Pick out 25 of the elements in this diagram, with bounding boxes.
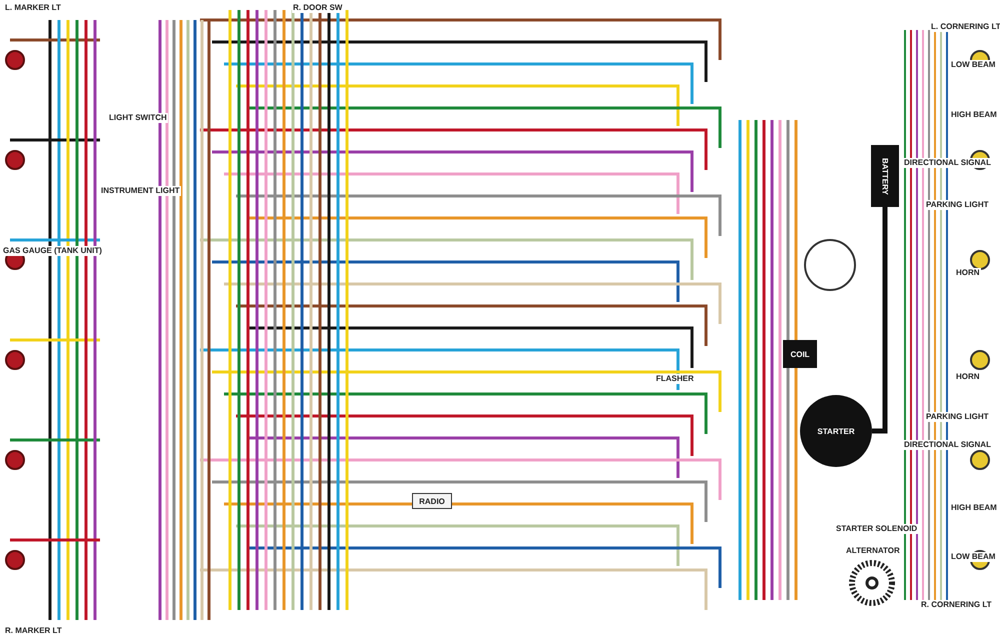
battery: BATTERY [871, 145, 899, 207]
component-label: R. MARKER LT [4, 626, 63, 636]
component-label: R. CORNERING LT [920, 600, 993, 610]
component-label: HORN [955, 372, 981, 382]
component-label: ALTERNATOR [845, 546, 901, 556]
radio-box: RADIO [412, 493, 452, 509]
component-label: HIGH BEAM [950, 110, 998, 120]
component-label: PARKING LIGHT [925, 200, 990, 210]
component-label: HORN [955, 268, 981, 278]
component-label: LOW BEAM [950, 552, 996, 562]
component-label: INSTRUMENT LIGHT [100, 186, 181, 196]
ignition-coil: COIL [783, 340, 817, 368]
battery-cable [872, 207, 888, 434]
component-label: DIRECTIONAL SIGNAL [903, 158, 992, 168]
component-label: HIGH BEAM [950, 503, 998, 513]
component-label: LIGHT SWITCH [108, 113, 168, 123]
component-label: FLASHER [655, 374, 695, 384]
component-label: DIRECTIONAL SIGNAL [903, 440, 992, 450]
component-label: GAS GAUGE (TANK UNIT) [2, 246, 103, 256]
component-label: L. MARKER LT [4, 3, 62, 13]
component-label: STARTER SOLENOID [835, 524, 918, 534]
component-label: LOW BEAM [950, 60, 996, 70]
component-label: PARKING LIGHT [925, 412, 990, 422]
component-label: R. DOOR SW [292, 3, 344, 13]
starter-motor: STARTER [800, 395, 872, 467]
